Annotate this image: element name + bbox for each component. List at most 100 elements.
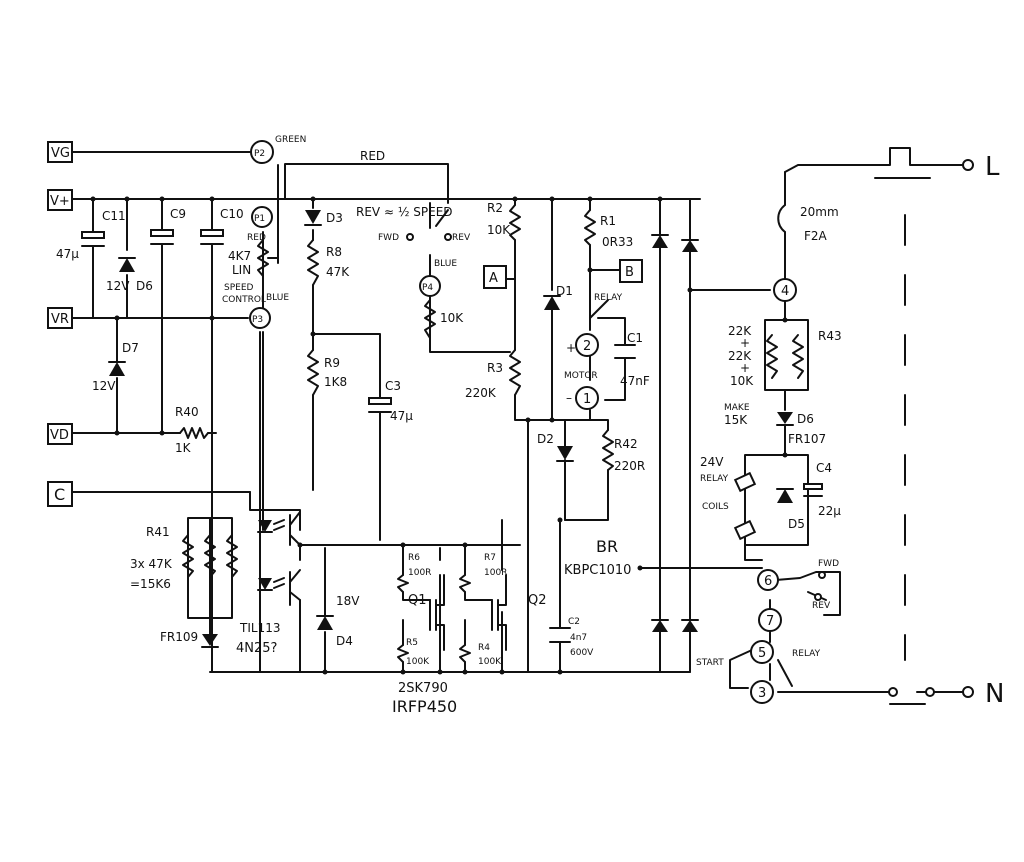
pot-nodes: P2 GREEN P1 P3 P4 bbox=[249, 135, 441, 329]
r1-value: 0R33 bbox=[602, 235, 633, 249]
d4-label: D4 bbox=[336, 634, 353, 648]
node-3: 3 bbox=[758, 686, 766, 701]
terminal-b-box bbox=[619, 259, 643, 283]
relay-coil-voltage: 24V bbox=[700, 455, 724, 469]
d5-diode-symbol bbox=[777, 489, 793, 503]
terminal-vplus-box bbox=[47, 189, 73, 211]
r6-symbol bbox=[397, 574, 409, 593]
switch-fwd-label: FWD bbox=[378, 233, 399, 243]
r43-symbol-2 bbox=[792, 334, 804, 379]
r5-label: R5 bbox=[406, 638, 418, 648]
mains-l-terminal bbox=[962, 159, 974, 171]
node-4: 4 bbox=[781, 284, 789, 299]
node-5-circle bbox=[750, 640, 774, 664]
bridge-label: BR bbox=[596, 537, 618, 556]
node-3-circle bbox=[750, 680, 774, 704]
terminal-vd: VD bbox=[50, 428, 69, 443]
resistors: R40 1K R41 3x 47K =15K6 R8 47K R9 1K8 R2… bbox=[130, 201, 842, 667]
r3-label: R3 bbox=[487, 361, 503, 375]
pot-value: 4K7 bbox=[228, 249, 251, 263]
bridge-diode-1 bbox=[652, 235, 668, 248]
terminal-a-box bbox=[483, 265, 507, 289]
terminal-c-box bbox=[47, 481, 73, 507]
switch6-rev: REV bbox=[812, 601, 831, 611]
c1-label: C1 bbox=[627, 331, 643, 345]
switch5-relay: RELAY bbox=[792, 649, 821, 659]
relay-coil-1 bbox=[733, 471, 757, 493]
motor-plus: + bbox=[566, 341, 576, 355]
wire-green-label: GREEN bbox=[275, 135, 306, 145]
switch6-fwd-contact bbox=[818, 571, 826, 579]
c10-plate bbox=[200, 229, 224, 237]
relay-coils: 24V RELAY COILS bbox=[700, 455, 757, 541]
optocoupler: TIL113 4N25? bbox=[236, 511, 301, 656]
terminal-b: B bbox=[625, 265, 634, 280]
r43-note-1: 22K bbox=[728, 324, 752, 338]
d6-zener-symbol bbox=[119, 258, 135, 272]
node-p4-circle bbox=[419, 275, 441, 297]
motor-label: MOTOR bbox=[564, 371, 598, 381]
r9-label: R9 bbox=[324, 356, 340, 370]
r4-label: R4 bbox=[478, 643, 490, 653]
c3-plate bbox=[368, 397, 392, 405]
r6-label: R6 bbox=[408, 553, 420, 563]
r42-value: 220R bbox=[614, 459, 645, 473]
q1-label: Q1 bbox=[408, 593, 427, 608]
fuse-symbol bbox=[777, 204, 786, 233]
c2-value-1: 4n7 bbox=[570, 633, 587, 643]
wiring bbox=[69, 151, 966, 693]
opto-part-1: TIL113 bbox=[239, 621, 280, 635]
r43-make-2: 15K bbox=[724, 413, 748, 427]
c4-plate bbox=[803, 483, 823, 490]
node-p2: P2 bbox=[254, 149, 265, 159]
switch6-rev-contact bbox=[814, 593, 822, 601]
terminals: VG V+ VR VD C A B bbox=[47, 141, 643, 507]
fet-part-2: IRFP450 bbox=[392, 697, 457, 716]
relay-coil-coils: COILS bbox=[702, 502, 729, 512]
r6-value: 100R bbox=[408, 568, 431, 578]
selector-switches: FWD REV START RELAY bbox=[696, 559, 839, 668]
c9-plate bbox=[150, 229, 174, 237]
fuse-size: 20mm bbox=[800, 205, 839, 219]
r41-value-2: =15K6 bbox=[130, 577, 171, 591]
c3-label: C3 bbox=[385, 379, 401, 393]
mains-fuse: 20mm F2A L N bbox=[777, 147, 1004, 709]
r43-note-3: 22K bbox=[728, 349, 752, 363]
p4-resistor-symbol bbox=[424, 299, 436, 339]
node-7: 7 bbox=[766, 614, 774, 629]
switch5-start: START bbox=[696, 658, 724, 668]
r2-symbol bbox=[509, 204, 521, 241]
r40-value: 1K bbox=[175, 441, 192, 455]
q1-mosfet-symbol bbox=[429, 574, 445, 651]
node-6: 6 bbox=[764, 574, 772, 589]
r4-symbol bbox=[459, 644, 471, 663]
terminal-vg-box bbox=[47, 141, 73, 163]
r43-symbol-1 bbox=[766, 334, 778, 379]
d6-zener-label: D6 bbox=[136, 279, 153, 293]
r2-value: 10K bbox=[487, 223, 511, 237]
mains-switch-l bbox=[874, 147, 931, 179]
r43-note-4: + bbox=[740, 361, 750, 375]
node-6-circle bbox=[757, 569, 779, 591]
fr109-label: FR109 bbox=[160, 630, 198, 644]
d6-fr107-symbol bbox=[777, 412, 793, 424]
d2-label: D2 bbox=[537, 432, 554, 446]
bridge-diode-3 bbox=[652, 620, 668, 632]
mains-n-contact-2 bbox=[925, 687, 935, 697]
terminal-vr: VR bbox=[51, 312, 69, 327]
fuse-rating: F2A bbox=[804, 229, 828, 243]
terminal-vg: VG bbox=[51, 146, 70, 161]
node-7-circle bbox=[758, 608, 782, 632]
r43-make-1: MAKE bbox=[724, 403, 750, 413]
r1-label: R1 bbox=[600, 214, 616, 228]
speed-control: RED 4K7 LIN SPEED CONTROL BLUE RED REV ≈… bbox=[222, 149, 471, 305]
node-p3: P3 bbox=[252, 315, 263, 325]
node-1: 1 bbox=[583, 392, 591, 407]
bridge-diode-4 bbox=[682, 620, 698, 632]
d7-zener-symbol bbox=[109, 362, 125, 376]
r8-symbol bbox=[307, 239, 319, 286]
r43-note-2: + bbox=[740, 336, 750, 350]
pot-type: LIN bbox=[232, 263, 251, 277]
d6-fr107-label: D6 bbox=[797, 412, 814, 426]
c1-value: 47nF bbox=[620, 374, 650, 388]
